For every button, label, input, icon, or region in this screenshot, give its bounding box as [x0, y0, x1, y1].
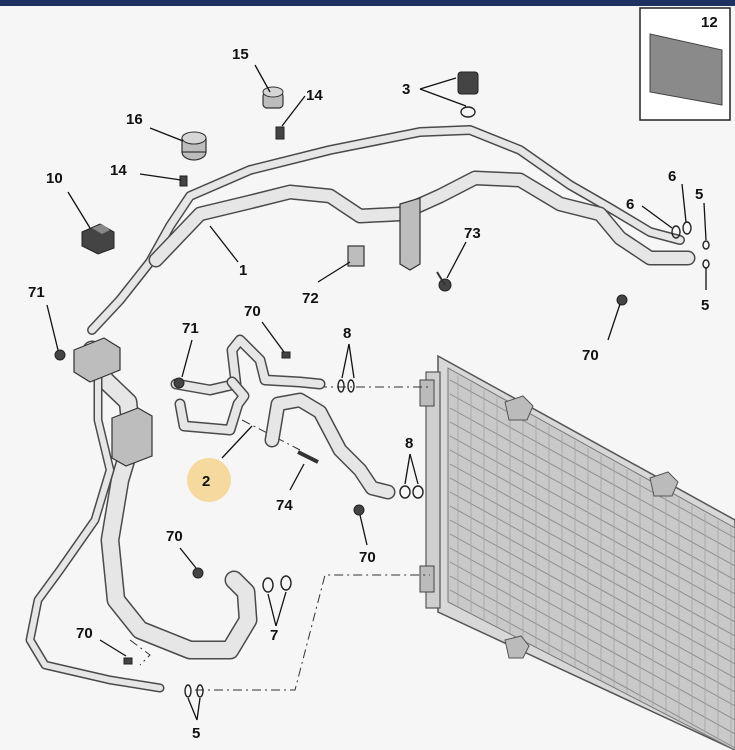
- top-bar: [0, 0, 735, 6]
- label-8-upper: 8: [343, 325, 351, 342]
- label-71-left: 71: [28, 284, 45, 301]
- label-70-lower: 70: [359, 549, 376, 566]
- condenser: [419, 354, 735, 750]
- cabin-filter-part: [649, 33, 723, 106]
- part-16-mount: [181, 131, 207, 161]
- label-2: 2: [202, 473, 210, 490]
- refrigerant-pipes: [25, 125, 696, 693]
- label-74: 74: [276, 497, 293, 514]
- part-10-bracket: [81, 223, 115, 255]
- label-5-bottom: 5: [192, 725, 200, 742]
- highlight-marker: [187, 458, 231, 502]
- part-labels: 12 15 14 3 16 14 10 6 5 6 73 1 72 5 71 7…: [28, 14, 718, 742]
- label-71-center: 71: [182, 320, 199, 337]
- part-72-clip: [347, 245, 365, 267]
- condenser-fins: [449, 375, 735, 749]
- label-70-top: 70: [244, 303, 261, 320]
- label-6-upper: 6: [668, 168, 676, 185]
- pipe-clamp-block: [73, 337, 121, 383]
- pipe-2-center-b: [174, 376, 250, 436]
- part-14-valve-left: [179, 175, 188, 187]
- pipe-support-bracket: [399, 197, 421, 271]
- label-7: 7: [270, 627, 278, 644]
- part-15-cap: [262, 86, 284, 109]
- label-14-upper: 14: [306, 87, 323, 104]
- label-73: 73: [464, 225, 481, 242]
- pipe-1-upper-thick: [148, 170, 696, 268]
- pipe-2-center-a: [170, 334, 326, 396]
- label-15: 15: [232, 46, 249, 63]
- label-1: 1: [239, 262, 247, 279]
- label-16: 16: [126, 111, 143, 128]
- leader-lines: [46, 64, 707, 721]
- label-14-left: 14: [110, 162, 127, 179]
- label-72: 72: [302, 290, 319, 307]
- part-73-bolt: [436, 271, 452, 292]
- part-14-valve-upper: [275, 126, 285, 140]
- label-70-center: 70: [166, 528, 183, 545]
- label-10: 10: [46, 170, 63, 187]
- pipe-liquid-left: [25, 367, 165, 693]
- label-70-bottom: 70: [76, 625, 93, 642]
- label-6-lower: 6: [626, 196, 634, 213]
- label-70-right: 70: [582, 347, 599, 364]
- label-12: 12: [701, 14, 718, 31]
- part-3-pressure-switch: [457, 71, 479, 118]
- pipe-2-center-c: [264, 392, 396, 500]
- fasteners: [54, 294, 628, 665]
- label-8-lower: 8: [405, 435, 413, 452]
- label-5-right: 5: [701, 297, 709, 314]
- o-rings: [184, 221, 710, 698]
- pipe-main-lower: [82, 340, 258, 660]
- inset-panel-12: [639, 7, 731, 121]
- label-3: 3: [402, 81, 410, 98]
- label-5-upper: 5: [695, 186, 703, 203]
- dryer-filter: [111, 407, 153, 467]
